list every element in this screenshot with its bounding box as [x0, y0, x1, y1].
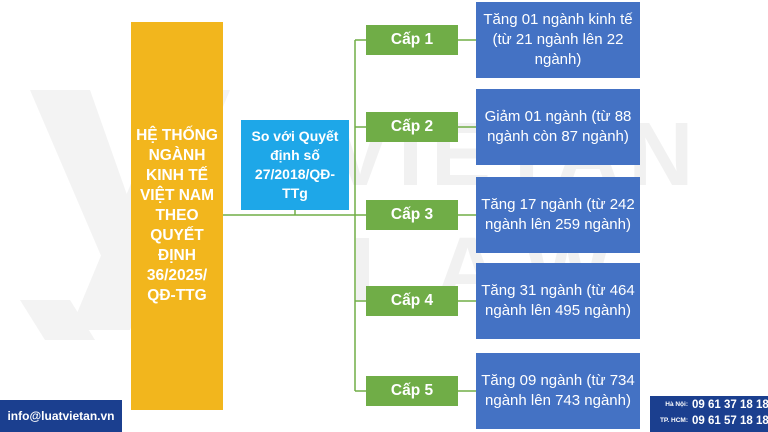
level-label: Cấp 4 [390, 292, 434, 309]
level-desc-box-3: Tăng 17 ngành (từ 242 ngành lên 259 ngàn… [476, 177, 640, 253]
level-desc-box-2: Giảm 01 ngành (từ 88 ngành còn 87 ngành) [476, 89, 640, 165]
footer-phone-badge: Hà Nội: 09 61 37 18 18 TP. HCM: 09 61 57… [650, 396, 768, 432]
footer-email-badge[interactable]: info@luatvietan.vn [0, 400, 122, 432]
level-label: Cấp 1 [390, 31, 434, 48]
phone-label: Hà Nội: [665, 401, 688, 408]
level-desc-text: Giảm 01 ngành (từ 88 ngành còn 87 ngành) [484, 108, 632, 145]
comparison-text: So với Quyết định số 27/2018/QĐ-TTg [251, 128, 339, 201]
phone-number[interactable]: 09 61 57 18 18 [692, 415, 768, 427]
level-desc-text: Tăng 17 ngành (từ 242 ngành lên 259 ngàn… [481, 196, 635, 233]
phone-row-hcm: TP. HCM: 09 61 57 18 18 [650, 415, 768, 431]
level-desc-box-5: Tăng 09 ngành (từ 734 ngành lên 743 ngàn… [476, 353, 640, 429]
level-label: Cấp 2 [390, 118, 434, 135]
level-desc-box-1: Tăng 01 ngành kinh tế (từ 21 ngành lên 2… [476, 2, 640, 78]
email-link[interactable]: info@luatvietan.vn [7, 409, 115, 423]
comparison-box: So với Quyết định số 27/2018/QĐ-TTg [241, 120, 349, 210]
level-desc-text: Tăng 31 ngành (từ 464 ngành lên 495 ngàn… [481, 282, 635, 319]
level-label: Cấp 3 [390, 206, 434, 223]
main-system-box: HỆ THỐNG NGÀNH KINH TẾ VIỆT NAM THEO QUY… [131, 22, 223, 410]
level-box-4: Cấp 4 [366, 286, 458, 316]
phone-label: TP. HCM: [659, 417, 688, 424]
phone-number[interactable]: 09 61 37 18 18 [692, 399, 768, 411]
level-box-2: Cấp 2 [366, 112, 458, 142]
level-box-5: Cấp 5 [366, 376, 458, 406]
level-box-1: Cấp 1 [366, 25, 458, 55]
level-desc-text: Tăng 09 ngành (từ 734 ngành lên 743 ngàn… [481, 372, 635, 409]
level-desc-text: Tăng 01 ngành kinh tế (từ 21 ngành lên 2… [483, 11, 633, 68]
level-label: Cấp 5 [390, 382, 434, 399]
main-system-text: HỆ THỐNG NGÀNH KINH TẾ VIỆT NAM THEO QUY… [136, 127, 218, 304]
level-box-3: Cấp 3 [366, 200, 458, 230]
level-desc-box-4: Tăng 31 ngành (từ 464 ngành lên 495 ngàn… [476, 263, 640, 339]
phone-row-hanoi: Hà Nội: 09 61 37 18 18 [650, 399, 768, 415]
